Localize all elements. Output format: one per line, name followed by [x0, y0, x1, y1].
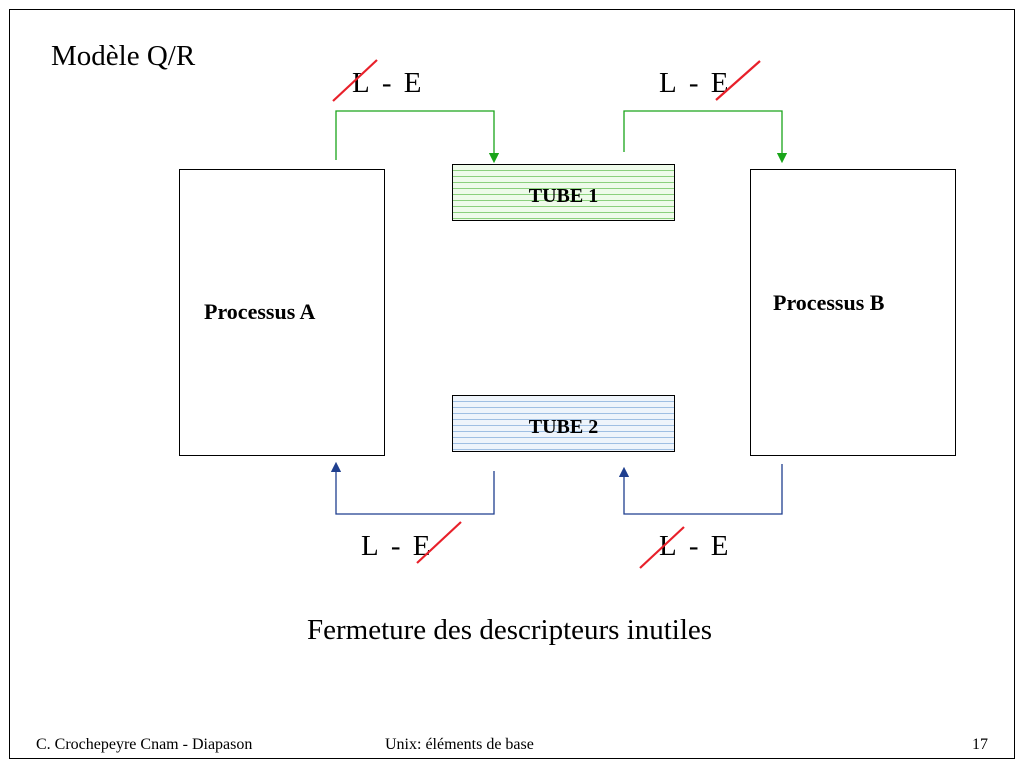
write-descriptor: E [710, 530, 729, 562]
tube-1: TUBE 1 [452, 164, 675, 221]
slide-frame [9, 9, 1015, 759]
tube-1-label: TUBE 1 [528, 185, 599, 207]
descriptors-top-left: L - E [352, 67, 421, 100]
descriptor-separator: - [688, 530, 699, 562]
process-b-label: Processus B [773, 290, 885, 315]
process-a-label: Processus A [204, 299, 316, 324]
slide-title: Modèle Q/R [51, 40, 196, 72]
process-a-box [179, 169, 385, 456]
descriptors-top-right: L - E [659, 67, 728, 100]
descriptor-separator: - [381, 67, 392, 99]
caption: Fermeture des descripteurs inutiles [307, 614, 713, 646]
write-descriptor: E [403, 67, 422, 99]
read-descriptor: L [352, 67, 370, 99]
arrow-tube1-to-b [623, 110, 788, 164]
tube-2: TUBE 2 [452, 395, 675, 452]
footer-author: C. Crochepeyre Cnam - Diapason [36, 736, 253, 753]
descriptor-separator: - [688, 67, 699, 99]
strike-bottom-left-write [416, 521, 462, 564]
arrow-a-to-tube1 [335, 110, 500, 164]
arrow-tube2-to-a [330, 461, 495, 515]
descriptor-separator: - [390, 530, 401, 562]
strike-bottom-right-read [639, 526, 685, 569]
footer-page-number: 17 [972, 736, 988, 753]
read-descriptor: L [361, 530, 379, 562]
strike-top-left-read [332, 59, 378, 102]
strike-top-right-write [715, 60, 761, 101]
footer-course: Unix: éléments de base [385, 736, 534, 753]
arrow-b-to-tube2 [618, 464, 783, 515]
read-descriptor: L [659, 67, 677, 99]
tube-2-label: TUBE 2 [528, 416, 599, 438]
write-descriptor: E [710, 67, 729, 99]
process-b-box [750, 169, 956, 456]
descriptors-bottom-right: L - E [659, 530, 728, 563]
